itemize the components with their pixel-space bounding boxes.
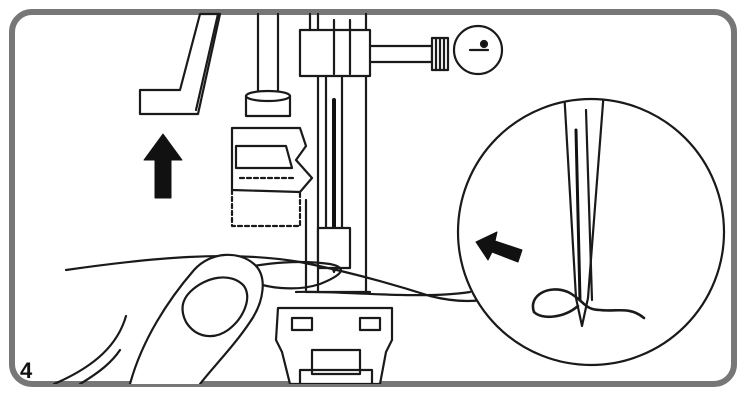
presser-foot — [274, 306, 394, 384]
presser-foot-shank — [304, 198, 372, 294]
thread — [64, 254, 522, 302]
arrow-left-icon — [475, 231, 523, 263]
presser-bar — [244, 12, 292, 118]
magnified-detail — [456, 97, 726, 367]
thread-guide — [230, 126, 314, 228]
hand — [52, 253, 264, 384]
step-number: 4 — [20, 358, 33, 383]
presser-foot-lever — [138, 12, 222, 116]
arrow-up-icon — [143, 133, 183, 199]
needle-bar — [298, 12, 504, 294]
